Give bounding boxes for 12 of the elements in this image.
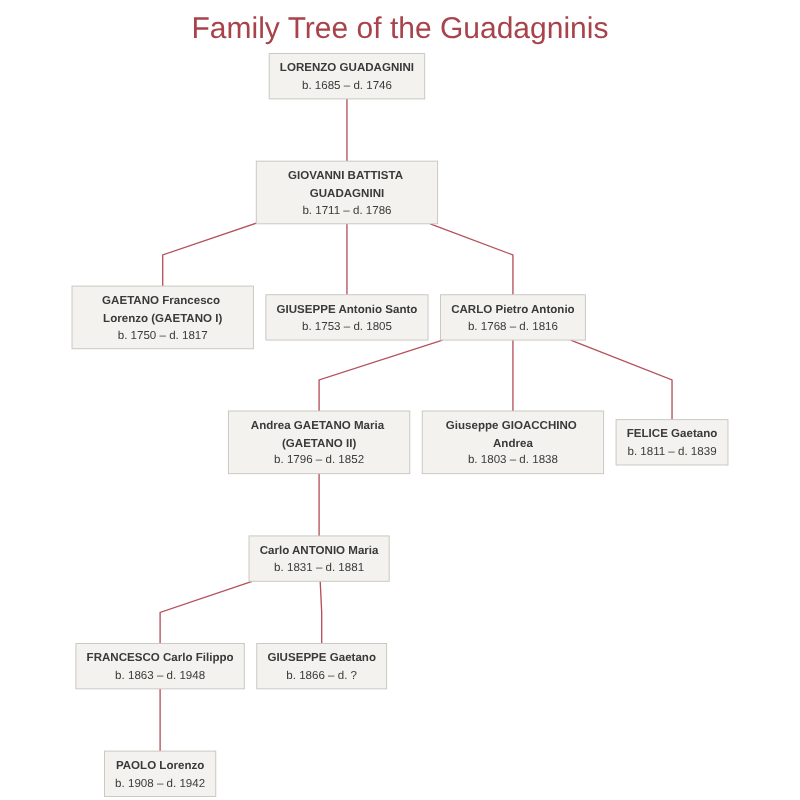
connector (346, 223, 348, 296)
connector (429, 223, 514, 296)
connector (162, 222, 257, 287)
connector (318, 339, 444, 412)
diagram-title: Family Tree of the Guadagninis (191, 12, 609, 46)
connector (319, 580, 323, 645)
connector (570, 339, 673, 421)
connector (512, 339, 514, 412)
connector (318, 473, 320, 537)
connector (159, 580, 253, 645)
connector (346, 98, 348, 162)
connector (159, 688, 161, 752)
